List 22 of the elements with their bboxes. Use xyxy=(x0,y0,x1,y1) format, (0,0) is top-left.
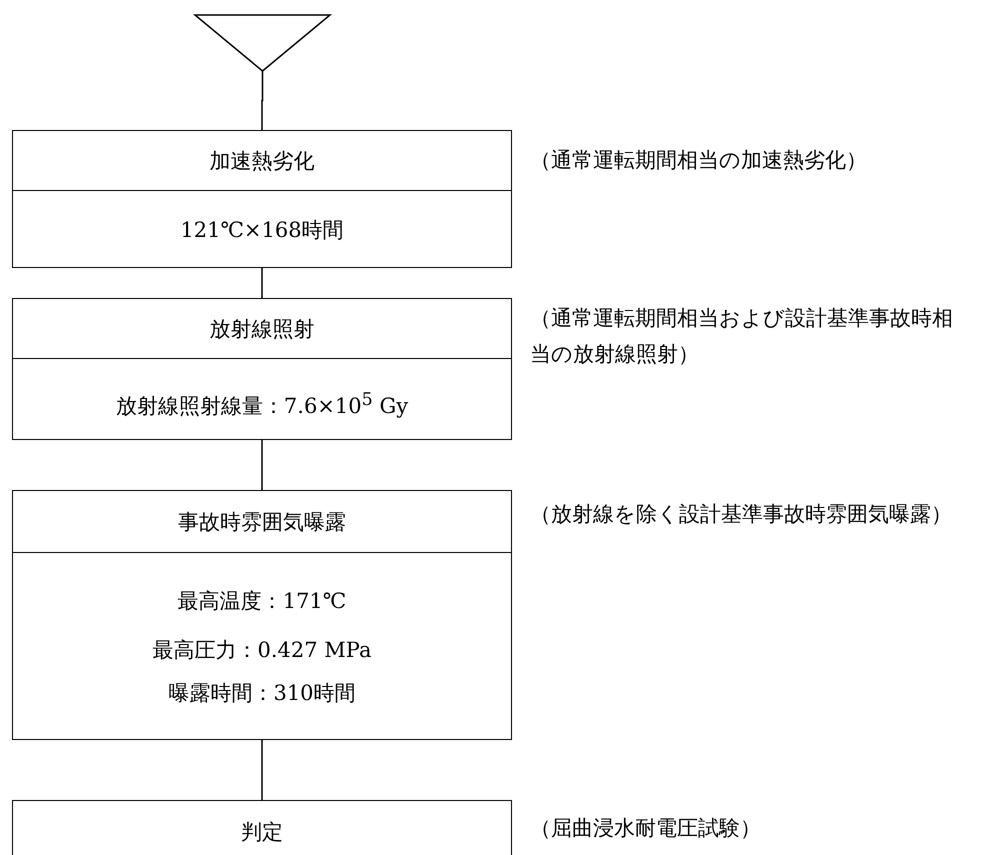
step-title: 判定 xyxy=(241,819,283,846)
connector-line xyxy=(261,71,264,130)
process-box xyxy=(12,800,512,855)
step-title: 加速熱劣化 xyxy=(210,148,314,174)
step-condition: 放射線照射線量：7.6×10$^{5}$ Gy xyxy=(116,394,408,418)
connector-line xyxy=(261,740,263,800)
connector-line xyxy=(261,268,263,298)
connector-line xyxy=(261,440,263,490)
process-box xyxy=(12,490,512,740)
step-title: 放射線照射 xyxy=(210,316,314,342)
triangle-symbol xyxy=(195,15,330,71)
step-condition: 121℃×168時間 xyxy=(180,218,344,242)
note-text: （屈曲浸水耐電圧試験） xyxy=(530,815,762,842)
process-box xyxy=(12,130,512,268)
process-box xyxy=(12,298,512,440)
step-condition: 最高温度：171℃ xyxy=(178,589,346,613)
note-text: （通常運転期間相当および設計基準事故時相当の放射線照射） xyxy=(530,305,954,368)
note-text: （放射線を除く設計基準事故時雰囲気曝露） xyxy=(530,501,953,528)
step-condition: 曝露時間：310時間 xyxy=(168,681,356,705)
step-condition: 最高圧力：0.427 MPa xyxy=(152,638,372,662)
step-title: 事故時雰囲気曝露 xyxy=(178,508,346,536)
note-text: （通常運転期間相当の加速熱劣化） xyxy=(530,147,868,174)
